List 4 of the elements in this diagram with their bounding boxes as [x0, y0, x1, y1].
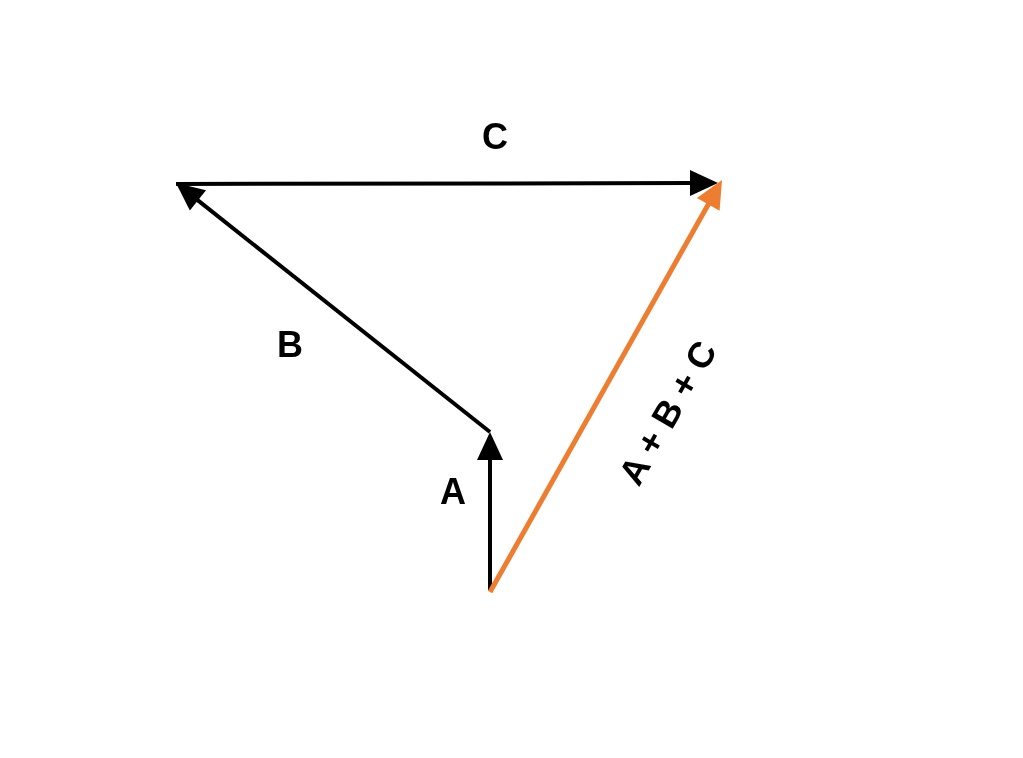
vector-label: C	[482, 119, 508, 155]
vector-label: A + B + C	[612, 335, 724, 491]
vector-label: B	[277, 327, 303, 363]
vector-label: A	[440, 474, 466, 510]
